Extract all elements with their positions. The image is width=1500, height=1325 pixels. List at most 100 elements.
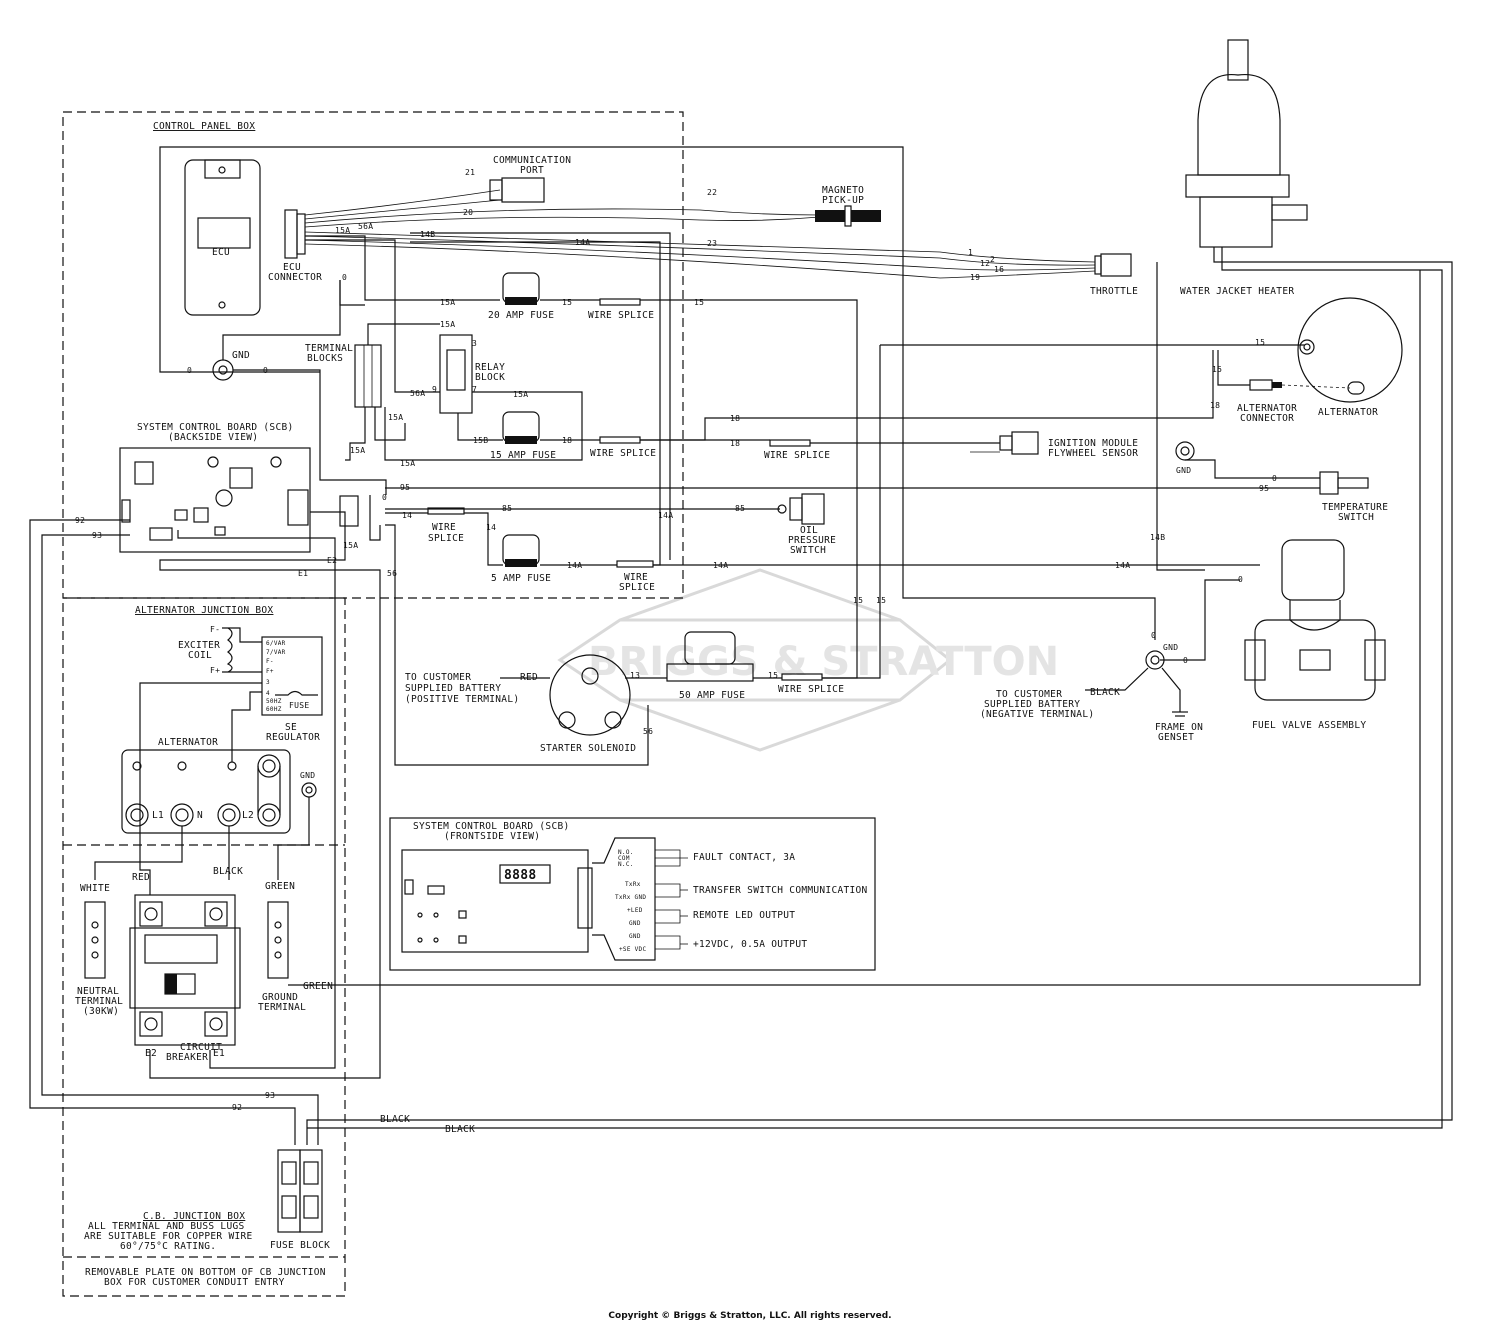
magneto-pickup: MAGNETO PICK-UP 22 23 [707, 185, 881, 248]
oil-label: PRESSURE [788, 535, 836, 546]
wire-label: E2 [145, 1048, 157, 1059]
splice-label: WIRE SPLICE [778, 684, 844, 695]
wire-label: 93 [265, 1091, 275, 1100]
oil-label: SWITCH [790, 545, 826, 556]
wire-label: 18 [730, 439, 740, 448]
wire-label: 15 [876, 596, 886, 605]
breaker-label: BREAKER [166, 1052, 208, 1063]
water-jacket-heater: WATER JACKET HEATER [1180, 39, 1308, 297]
ground-label: GROUND [262, 992, 298, 1003]
wire-label: 20 [463, 208, 473, 217]
exciter-label: EXCITER [178, 640, 220, 651]
terminal-label: L1 [152, 810, 164, 821]
se-label: SE [285, 722, 297, 733]
splice-label: WIRE SPLICE [588, 310, 654, 321]
gnd-negative: GND 0 0 BLACK TO CUSTOMER SUPPLIED BATTE… [980, 631, 1203, 743]
wire-label: 0 [1272, 474, 1277, 483]
alternator-junction-label: ALTERNATOR JUNCTION BOX [135, 605, 273, 616]
transfer-label: TRANSFER SWITCH COMMUNICATION [693, 885, 868, 896]
splice-label: WIRE [624, 572, 648, 583]
fuse-block: FUSE BLOCK [270, 1149, 330, 1251]
wire-label: 15 [853, 596, 863, 605]
oil-pressure-switch: OIL PRESSURE SWITCH [777, 493, 836, 556]
ground-label: TERMINAL [258, 1002, 306, 1013]
pin-label: F+ [266, 668, 274, 675]
wire-label: 0 [1151, 631, 1156, 640]
splice-label: SPLICE [619, 582, 655, 593]
wire-label: 23 [707, 239, 717, 248]
pin-label: 4 [266, 690, 270, 697]
wire-label: 95 [1259, 484, 1269, 493]
gnd-label: GND [1176, 466, 1191, 475]
wire-label: 15 [1255, 338, 1265, 347]
wire-label: WHITE [80, 883, 110, 894]
control-panel-label: CONTROL PANEL BOX [153, 121, 255, 132]
fuse-label: 15 AMP FUSE [490, 450, 556, 461]
pin-label: GND [629, 920, 641, 927]
temperature-switch: GND TEMPERATURE SWITCH [1175, 441, 1388, 523]
cb-note: ARE SUITABLE FOR COPPER WIRE [84, 1231, 253, 1242]
wire-label: 85 [502, 504, 512, 513]
wire-splice [599, 298, 641, 306]
terminal-label: N [197, 810, 203, 821]
wire-label: 15A [440, 298, 455, 307]
wire-label: 56A [410, 389, 425, 398]
wire-label: E1 [213, 1048, 225, 1059]
wire-label: 0 [382, 493, 387, 502]
cb-note: ALL TERMINAL AND BUSS LUGS [88, 1221, 245, 1232]
wire-label: 12 [980, 259, 990, 268]
ignition-label: IGNITION MODULE [1048, 438, 1138, 449]
battery-neg-label: TO CUSTOMER [996, 689, 1062, 700]
wire-label: 15 [694, 298, 704, 307]
oil-label: OIL [800, 525, 818, 536]
wire-label: 18 [730, 414, 740, 423]
temp-label: SWITCH [1338, 512, 1374, 523]
ecu-module: ECU ECU CONNECTOR [184, 159, 322, 316]
pin-label: N.O. [618, 849, 634, 856]
wire-label: BLACK [445, 1124, 475, 1135]
pin-label: TxRx GND [615, 894, 646, 901]
pin-label: N.C. [618, 861, 634, 868]
wire-label: 15A [350, 446, 365, 455]
wire-label: 15A [513, 390, 528, 399]
alternator-junction-box [62, 597, 346, 1297]
pin-label: 60HZ [266, 706, 282, 713]
wire-label: 0 [1238, 575, 1243, 584]
neutral-label: NEUTRAL [77, 986, 119, 997]
ecu-connector-label: CONNECTOR [268, 272, 322, 283]
battery-pos-label: TO CUSTOMER [405, 672, 471, 683]
pin-label: GND [629, 933, 641, 940]
battery-neg-label: (NEGATIVE TERMINAL) [980, 709, 1094, 720]
wire-label: 93 [92, 531, 102, 540]
wire-label: F+ [210, 666, 220, 675]
relay-label: BLOCK [475, 372, 505, 383]
wire-label: 14A [658, 511, 673, 520]
removable-note: REMOVABLE PLATE ON BOTTOM OF CB JUNCTION [85, 1267, 326, 1278]
relay-label: RELAY [475, 362, 505, 373]
pin-label: +LED [627, 907, 643, 914]
briggs-watermark: BRIGGS & STRATTON [557, 568, 1059, 752]
fuse-block-label: FUSE BLOCK [270, 1240, 330, 1251]
wire-label: 14A [575, 238, 590, 247]
exciter-label: COIL [188, 650, 212, 661]
svg-text:8888: 8888 [504, 868, 537, 883]
ignition-module: IGNITION MODULE FLYWHEEL SENSOR [970, 431, 1138, 459]
wire-splice [427, 507, 465, 515]
fuse-5a: 5 AMP FUSE [491, 534, 551, 584]
starter-solenoid: RED TO CUSTOMER SUPPLIED BATTERY (POSITI… [405, 654, 636, 754]
wire-label: 16 [994, 265, 1004, 274]
wire-label: 14 [402, 511, 412, 520]
ignition-label: FLYWHEEL SENSOR [1048, 448, 1138, 459]
wire-label: GREEN [303, 981, 333, 992]
cb-note: 60°/75°C RATING. [120, 1241, 216, 1252]
comm-port-label: PORT [520, 165, 544, 176]
wire-label: 18 [1210, 401, 1220, 410]
wire-label: 15 [562, 298, 572, 307]
frame-label: FRAME ON [1155, 722, 1203, 733]
wire-label: 56 [387, 569, 397, 578]
fuse-20a: 20 AMP FUSE [488, 272, 554, 321]
pin-label: 6/VAR [266, 640, 286, 647]
wire-runs [29, 232, 1330, 1145]
wire-splice [769, 439, 811, 447]
pin-label: 3 [266, 679, 270, 686]
